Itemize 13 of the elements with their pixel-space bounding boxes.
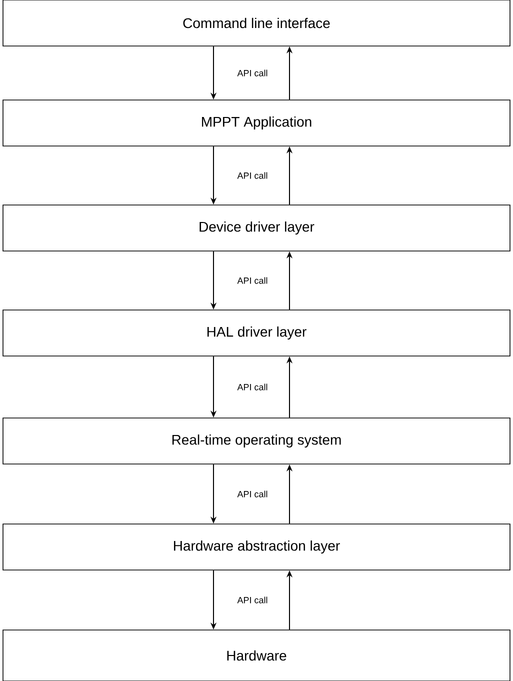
edge-label: API call bbox=[236, 171, 269, 180]
edge-label: API call bbox=[236, 382, 269, 392]
edge-label: API call bbox=[236, 596, 269, 604]
layer-box: Command line interface bbox=[2, 0, 510, 46]
edge-label: API call bbox=[236, 276, 269, 285]
layer-box: Real-time operating system bbox=[2, 418, 510, 464]
layer-box: Device driver layer bbox=[2, 204, 510, 252]
layer-box: MPPT Application bbox=[2, 100, 510, 146]
edge-label: API call bbox=[236, 490, 269, 498]
edge-label: API call bbox=[236, 68, 269, 78]
layer-box: Hardware bbox=[2, 630, 510, 681]
layer-box: HAL driver layer bbox=[2, 310, 510, 356]
layer-box: Hardware abstraction layer bbox=[2, 524, 510, 570]
